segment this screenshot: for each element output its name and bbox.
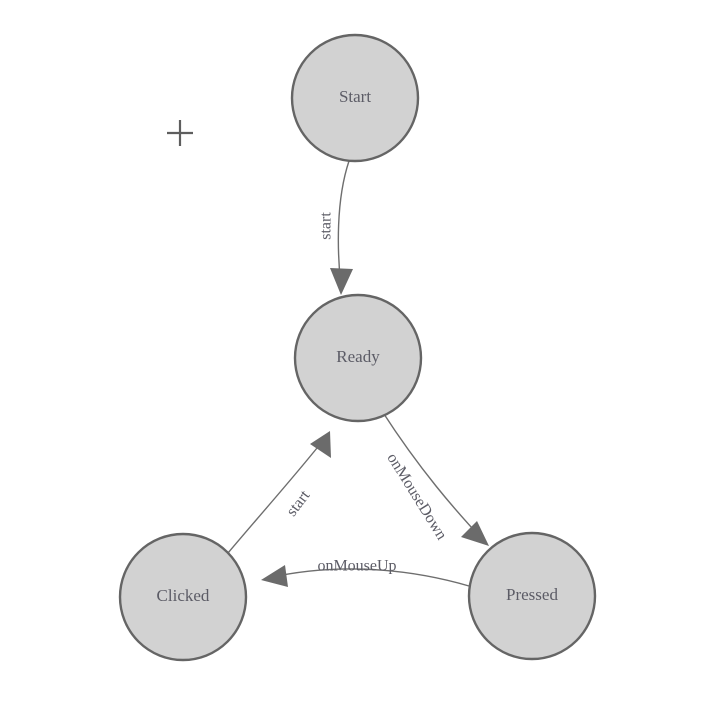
arrowhead-icon xyxy=(461,521,489,546)
state-circle xyxy=(293,293,423,423)
state-node-start[interactable]: Start xyxy=(290,33,420,163)
arrowhead-icon xyxy=(310,431,331,458)
state-node-ready[interactable]: Ready xyxy=(293,293,423,423)
edge-start-to-ready[interactable]: start xyxy=(318,160,353,295)
state-circle xyxy=(467,531,597,661)
edge-path xyxy=(267,568,470,587)
edge-pressed-to-clicked[interactable]: onMouseUp xyxy=(261,558,470,587)
edge-clicked-to-ready[interactable]: start xyxy=(227,431,331,554)
edge-path xyxy=(227,437,326,554)
arrowhead-icon xyxy=(261,565,288,587)
edge-ready-to-pressed[interactable]: onMouseDown xyxy=(381,410,489,546)
arrowhead-icon xyxy=(330,268,353,295)
edge-path xyxy=(381,410,485,542)
edge-label-ready-to-pressed: onMouseDown xyxy=(383,450,450,543)
edge-label-start-to-ready: start xyxy=(318,212,335,240)
crosshair-marker[interactable] xyxy=(167,120,193,146)
state-node-clicked[interactable]: Clicked xyxy=(118,532,248,662)
state-circle xyxy=(118,532,248,662)
state-circle xyxy=(290,33,420,163)
edge-label-clicked-to-ready: start xyxy=(283,487,313,520)
edge-label-pressed-to-clicked: onMouseUp xyxy=(317,558,396,575)
node-group: Start Ready Clicked Pressed xyxy=(118,33,597,662)
state-node-pressed[interactable]: Pressed xyxy=(467,531,597,661)
